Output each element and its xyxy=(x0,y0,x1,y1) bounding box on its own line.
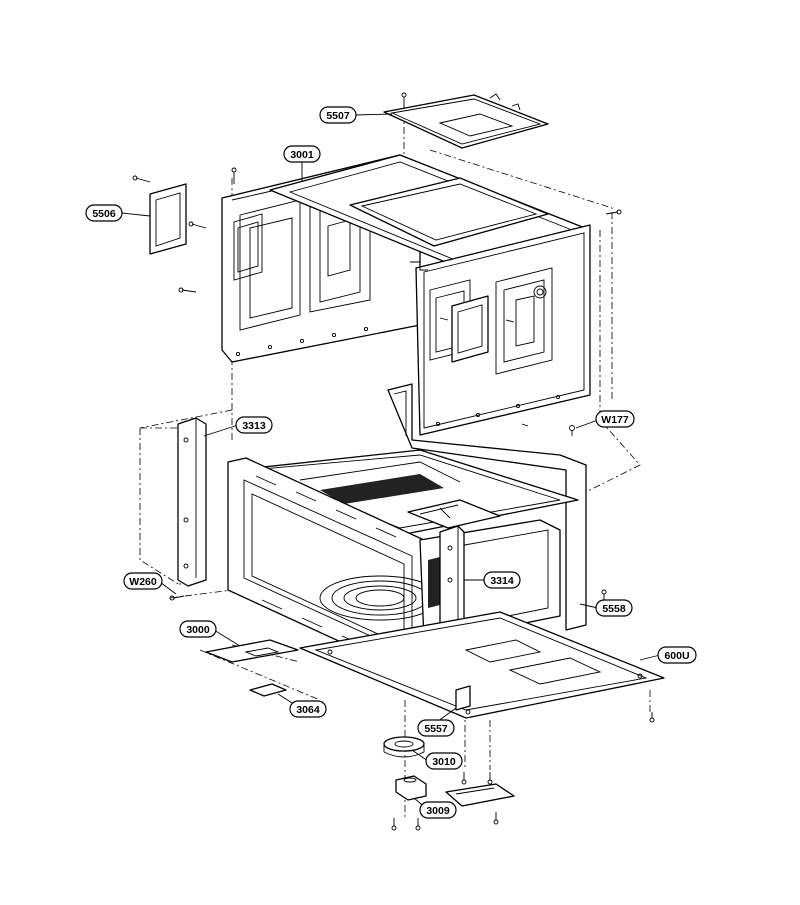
callout-label-5558: 5558 xyxy=(602,603,626,615)
callout-label-3064: 3064 xyxy=(296,704,320,716)
callout-3001: 3001 xyxy=(283,145,321,163)
callout-3000: 3000 xyxy=(179,620,217,638)
coupling-3010 xyxy=(383,736,425,758)
callout-5507: 5507 xyxy=(319,106,357,124)
callout-label-3010: 3010 xyxy=(432,756,456,768)
latch-5557 xyxy=(455,685,471,711)
screws-upper xyxy=(132,167,622,323)
callout-label-W260: W260 xyxy=(129,576,157,588)
callout-5506: 5506 xyxy=(85,204,123,222)
callout-label-3009: 3009 xyxy=(426,805,450,817)
callout-label-W177: W177 xyxy=(601,414,629,426)
callout-3314: 3314 xyxy=(483,571,521,589)
callout-3010: 3010 xyxy=(425,752,463,770)
callout-label-3313: 3313 xyxy=(242,420,266,432)
callout-label-600U: 600U xyxy=(664,650,689,662)
callout-label-5507: 5507 xyxy=(326,110,350,122)
callout-label-5557: 5557 xyxy=(424,723,448,735)
callout-label-3000: 3000 xyxy=(186,624,210,636)
base-plate-600U xyxy=(299,611,665,719)
callout-label-3001: 3001 xyxy=(290,149,314,161)
callout-3064: 3064 xyxy=(289,700,327,718)
plate-3000 xyxy=(205,639,299,663)
callout-5557: 5557 xyxy=(417,719,455,737)
plate-3064 xyxy=(249,683,287,697)
callout-5558: 5558 xyxy=(595,599,633,617)
callout-W177: W177 xyxy=(595,410,635,428)
top-cover-plate-5507 xyxy=(383,92,549,149)
screws-lower xyxy=(169,423,655,831)
outer-cabinet-3001 xyxy=(221,154,591,436)
callout-3009: 3009 xyxy=(419,801,457,819)
callout-leaders xyxy=(121,113,661,811)
callout-label-5506: 5506 xyxy=(92,208,116,220)
side-bracket-3313 xyxy=(177,417,207,587)
callout-W260: W260 xyxy=(123,572,163,590)
callout-3313: 3313 xyxy=(235,416,273,434)
motor-3009 xyxy=(395,775,515,807)
callout-label-3314: 3314 xyxy=(490,575,514,587)
gasket-window-5506 xyxy=(149,183,187,255)
callout-600U: 600U xyxy=(657,646,697,664)
